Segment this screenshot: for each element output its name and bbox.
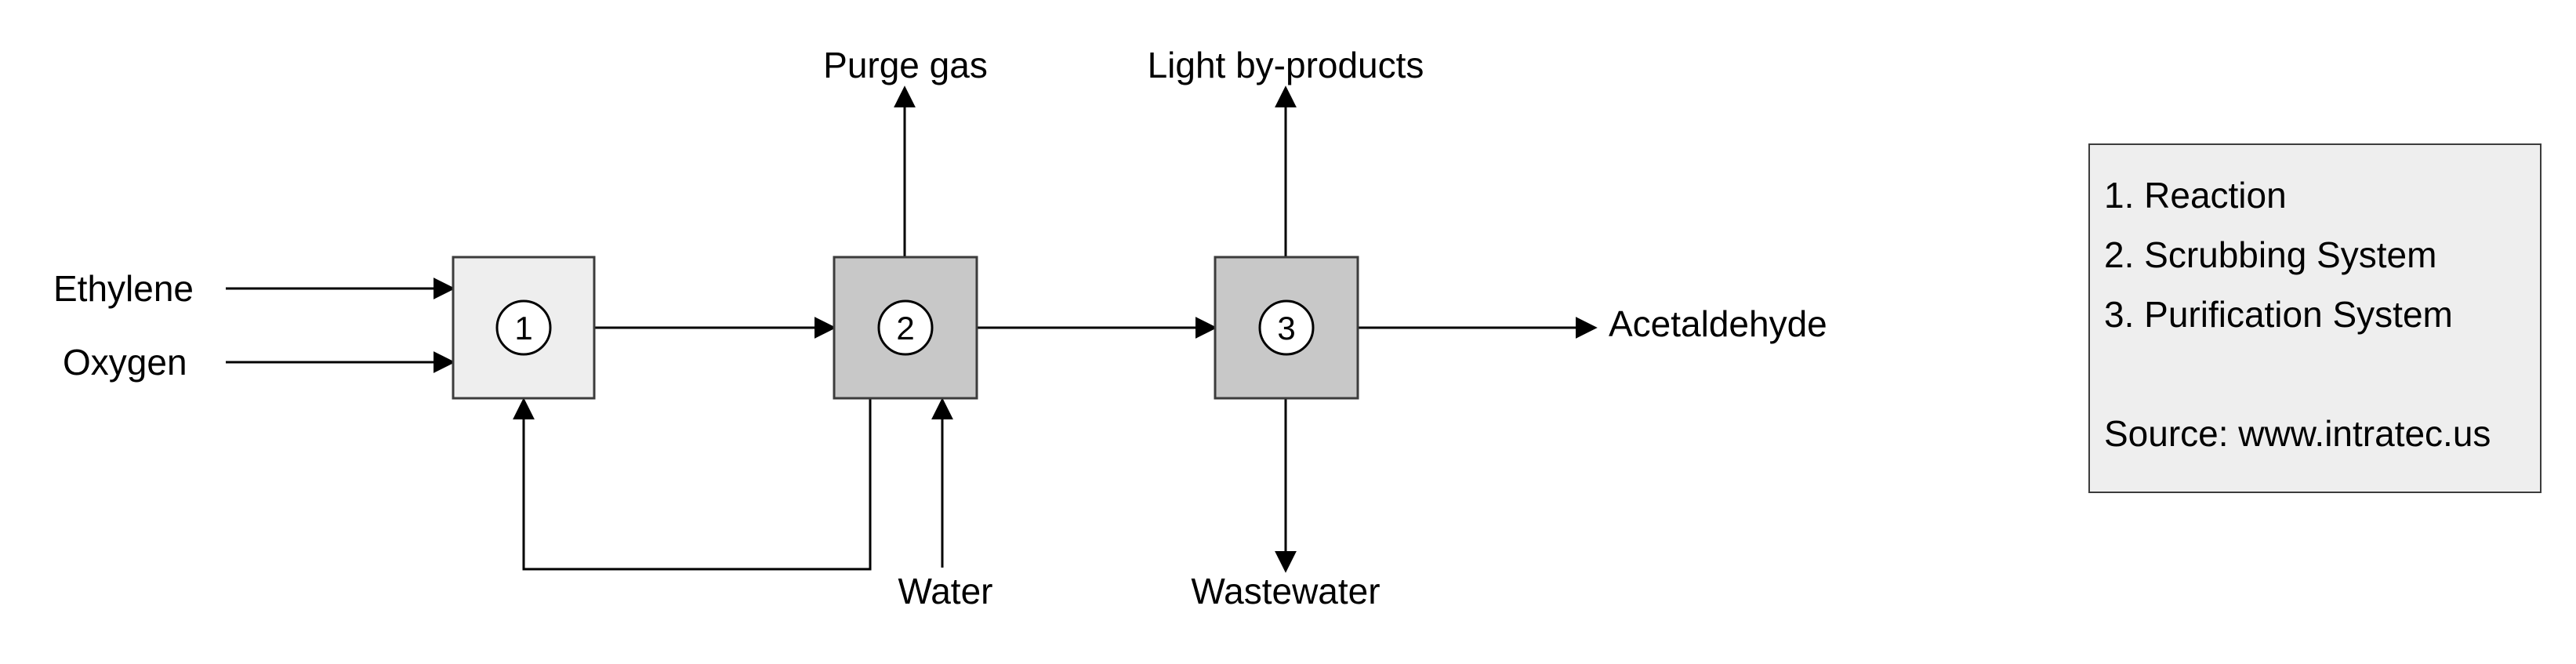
legend-item-reaction: 1. Reaction: [2104, 175, 2287, 216]
unit-2-number: 2: [896, 310, 914, 347]
water-label: Water: [898, 571, 993, 611]
oxygen-label: Oxygen: [63, 342, 187, 383]
legend-item-scrubbing: 2. Scrubbing System: [2104, 234, 2437, 275]
purge-gas-label: Purge gas: [823, 45, 988, 85]
light-byproducts-label: Light by-products: [1148, 45, 1424, 85]
recycle-stream-line: [513, 397, 872, 571]
legend-box: 1. Reaction 2. Scrubbing System 3. Purif…: [2088, 143, 2542, 493]
unit-3-circle: [1258, 299, 1315, 356]
wastewater-label: Wastewater: [1191, 571, 1380, 611]
unit-1-number: 1: [514, 310, 532, 347]
ethylene-label: Ethylene: [53, 268, 194, 309]
unit-2-circle: [877, 299, 934, 356]
unit-1-circle: [495, 299, 552, 356]
legend-item-purification: 3. Purification System: [2104, 294, 2453, 335]
legend-source: Source: www.intratec.us: [2104, 413, 2491, 454]
acetaldehyde-label: Acetaldehyde: [1609, 303, 1827, 344]
legend-spacer: [2104, 344, 2540, 404]
unit-3-number: 3: [1277, 310, 1295, 347]
